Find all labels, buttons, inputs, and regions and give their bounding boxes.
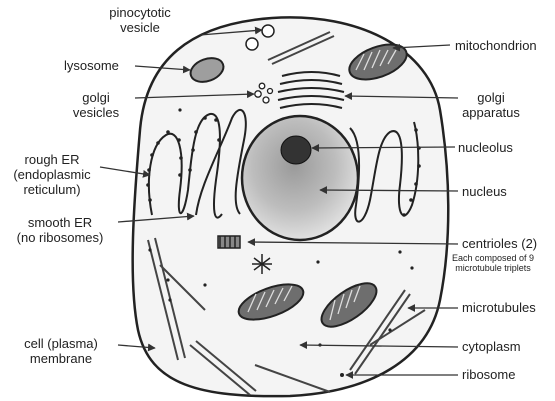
label-rough-er-line1: rough ER — [4, 152, 100, 167]
nucleus-shape — [242, 116, 358, 240]
label-microtubules: microtubules — [462, 300, 536, 315]
label-lysosome: lysosome — [64, 58, 119, 73]
label-golgi-vesicles-line2: vesicles — [60, 105, 132, 120]
label-nucleus: nucleus — [462, 184, 507, 199]
label-ribosome: ribosome — [462, 367, 515, 382]
label-cell-membrane-line2: membrane — [6, 351, 116, 366]
label-cell-membrane-line1: cell (plasma) — [6, 336, 116, 351]
label-centrioles: centrioles (2) — [462, 236, 537, 251]
label-rough-er-line3: reticulum) — [4, 182, 100, 197]
label-rough-er: rough ER (endoplasmic reticulum) — [4, 152, 100, 197]
label-cytoplasm: cytoplasm — [462, 339, 521, 354]
label-golgi-apparatus-line1: golgi — [460, 90, 522, 105]
label-centrioles-note-line1: Each composed of 9 — [438, 253, 548, 263]
label-mitochondrion: mitochondrion — [455, 38, 537, 53]
label-pinocytotic-line2: vesicle — [92, 20, 188, 35]
label-rough-er-line2: (endoplasmic — [4, 167, 100, 182]
label-golgi-apparatus-line2: apparatus — [460, 105, 522, 120]
label-golgi-vesicles: golgi vesicles — [60, 90, 132, 120]
label-pinocytotic-line1: pinocytotic — [92, 5, 188, 20]
label-golgi-apparatus: golgi apparatus — [460, 90, 522, 120]
label-centrioles-note: Each composed of 9 microtubule triplets — [438, 253, 548, 273]
label-smooth-er-line1: smooth ER — [4, 215, 116, 230]
label-nucleolus: nucleolus — [458, 140, 513, 155]
label-smooth-er: smooth ER (no ribosomes) — [4, 215, 116, 245]
label-pinocytotic-vesicle: pinocytotic vesicle — [92, 5, 188, 35]
label-smooth-er-line2: (no ribosomes) — [4, 230, 116, 245]
label-centrioles-note-line2: microtubule triplets — [438, 263, 548, 273]
nucleolus-shape — [281, 136, 311, 164]
label-golgi-vesicles-line1: golgi — [60, 90, 132, 105]
label-cell-membrane: cell (plasma) membrane — [6, 336, 116, 366]
